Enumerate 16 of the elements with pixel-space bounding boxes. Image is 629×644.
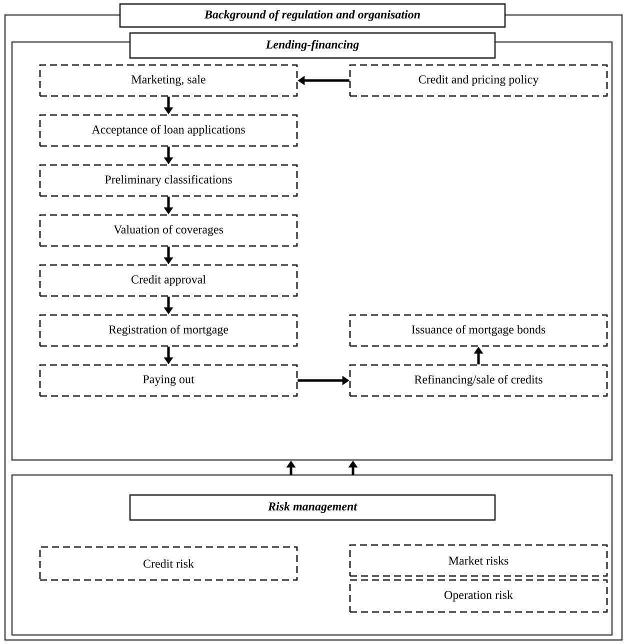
process-box: Marketing, sale — [39, 64, 298, 97]
process-box: Registration of mortgage — [39, 314, 298, 347]
process-box: Refinancing/sale of credits — [349, 364, 608, 397]
header-box: Risk management — [129, 494, 496, 521]
header-box: Background of regulation and organisation — [119, 3, 506, 28]
process-box: Preliminary classifications — [39, 164, 298, 197]
process-box: Credit approval — [39, 264, 298, 297]
process-box: Paying out — [39, 364, 298, 397]
process-box: Issuance of mortgage bonds — [349, 314, 608, 347]
process-box: Market risks — [349, 544, 608, 577]
process-box: Operation risk — [349, 579, 608, 613]
process-box: Credit and pricing policy — [349, 64, 608, 97]
process-box: Credit risk — [39, 546, 298, 581]
process-box: Acceptance of loan applications — [39, 114, 298, 147]
process-box: Valuation of coverages — [39, 214, 298, 247]
header-box: Lending-financing — [129, 32, 496, 59]
